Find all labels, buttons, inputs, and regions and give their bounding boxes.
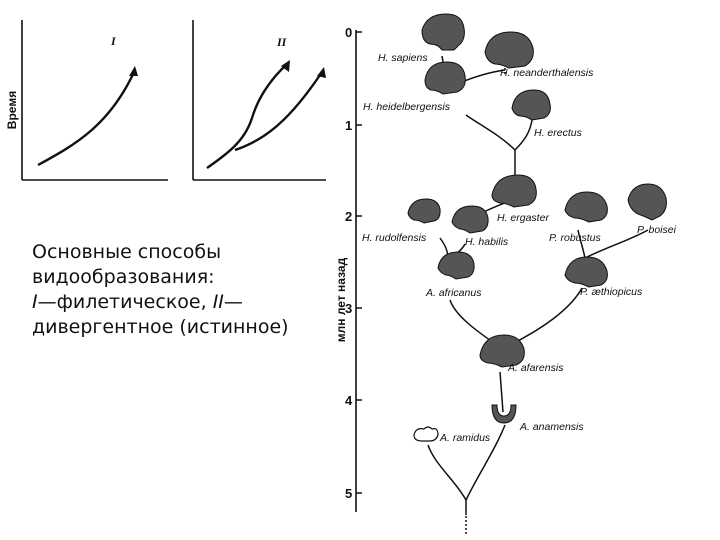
species-label: H. neanderthalensis [500,67,594,79]
jaw-anamensis-icon [491,404,517,424]
caption-line: дивергентное (истинное) [32,316,289,338]
species-label: H. habilis [465,236,509,248]
skull-habilis-icon [451,205,489,234]
graph2-arrowhead-right [317,67,326,78]
species-label: A. africanus [425,287,482,299]
graph2-label: II [276,35,288,49]
species-label: H. ergaster [497,212,549,224]
tick-label: 2 [345,209,352,224]
graph2-branch-right [234,71,323,152]
caption: Основные способы видообразования: I—филе… [32,240,322,340]
skull-erectus-icon [511,89,551,121]
skull-boisei-icon [627,183,667,221]
skull-afarensis-icon [479,334,525,368]
tooth-ramidus-icon [413,426,439,442]
species-label: A. ramidus [439,432,491,444]
graph1-label: I [110,34,117,48]
caption-roman: II [212,291,224,313]
caption-line: видообразования: [32,266,215,288]
skull-robustus-icon [564,191,608,223]
caption-line: I—филетическое, II— [32,290,322,315]
graph1-arrowhead [129,66,138,76]
graph-divergent: II [192,20,326,181]
skull-africanus-icon [437,251,475,280]
skull-rudolfensis-icon [407,198,441,224]
skull-ergaster-icon [491,174,537,208]
species-label: H. rudolfensis [362,232,427,244]
graph1-curve [37,69,137,167]
graph-phyletic: I Время [5,20,168,181]
skull-heidelbergensis-icon [424,61,466,95]
tick-label: 3 [345,301,352,316]
graph2-arrowhead-left [281,60,290,72]
species-label: P. robustus [549,232,602,244]
skull-sapiens-icon [421,13,465,51]
species-label: P. boisei [637,224,677,236]
species-label: A. anamensis [519,421,584,433]
caption-text: —филетическое, [37,291,213,313]
skull-icons [407,13,667,368]
skull-neanderthal-icon [484,31,534,69]
graph2-branch-left [206,63,288,169]
species-label: P. æthiopicus [580,286,643,298]
time-axis: 0 1 2 3 4 5 млн лет назад [334,25,362,512]
skull-aethiopicus-icon [564,256,608,288]
species-label: H. sapiens [378,52,428,64]
species-label: H. erectus [534,127,583,139]
time-axis-title: млн лет назад [334,257,348,342]
tick-label: 1 [345,118,352,133]
species-label: H. heidelbergensis [363,101,451,113]
tick-label: 0 [345,25,352,40]
species-label: A. afarensis [507,362,564,374]
caption-line: Основные способы [32,241,222,263]
caption-text: — [223,291,243,313]
caption-roman: I [32,291,38,313]
tick-label: 4 [345,393,353,408]
tick-label: 5 [345,486,352,501]
y-axis-label: Время [5,91,19,129]
species-labels: H. sapiens H. neanderthalensis H. heidel… [362,52,677,444]
